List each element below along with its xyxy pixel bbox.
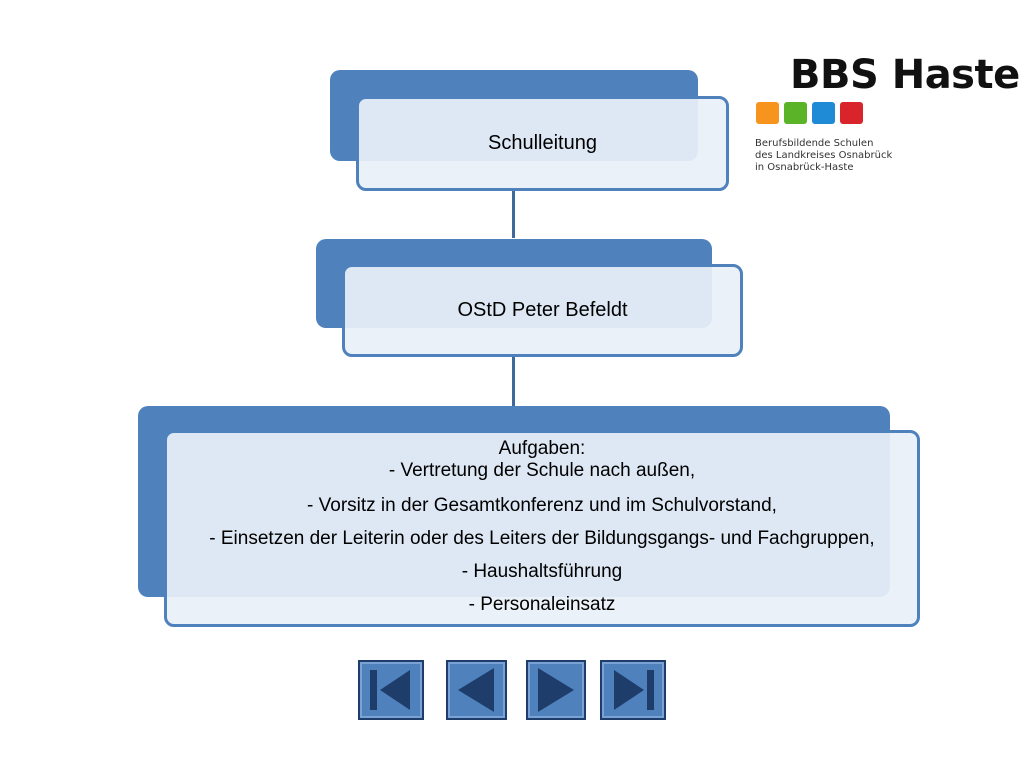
last-slide-button[interactable] bbox=[600, 660, 666, 720]
first-slide-icon bbox=[370, 670, 410, 710]
tasks-title: Aufgaben: bbox=[498, 437, 586, 459]
last-slide-icon bbox=[614, 670, 654, 710]
level3-box[interactable]: Aufgaben: - Vertretung der Schule nach a… bbox=[164, 430, 920, 627]
logo-title: BBS Haste bbox=[790, 52, 1020, 98]
first-slide-button[interactable] bbox=[358, 660, 424, 720]
task-item: - Einsetzen der Leiterin oder des Leiter… bbox=[209, 527, 875, 549]
logo-square-red bbox=[840, 102, 863, 124]
task-item: - Personaleinsatz bbox=[468, 593, 616, 615]
logo-subtitle-line: Berufsbildende Schulen bbox=[755, 138, 874, 149]
level1-label: Schulleitung bbox=[488, 132, 597, 154]
logo-subtitle-line: in Osnabrück-Haste bbox=[755, 162, 854, 173]
connector-line-1 bbox=[512, 190, 515, 238]
logo-subtitle: Berufsbildende Schulen des Landkreises O… bbox=[755, 138, 892, 174]
logo-square-green bbox=[784, 102, 807, 124]
next-slide-button[interactable] bbox=[526, 660, 586, 720]
logo-square-blue bbox=[812, 102, 835, 124]
logo-squares bbox=[756, 102, 863, 124]
next-slide-icon bbox=[538, 668, 574, 712]
task-item: - Vorsitz in der Gesamtkonferenz und im … bbox=[307, 494, 777, 516]
previous-slide-button[interactable] bbox=[446, 660, 507, 720]
level2-label: OStD Peter Befeldt bbox=[457, 299, 628, 321]
level1-box[interactable]: Schulleitung bbox=[356, 96, 729, 191]
task-item: - Haushaltsführung bbox=[461, 560, 623, 582]
previous-slide-icon bbox=[458, 668, 494, 712]
connector-line-2 bbox=[512, 356, 515, 406]
logo-square-orange bbox=[756, 102, 779, 124]
logo-subtitle-line: des Landkreises Osnabrück bbox=[755, 150, 893, 161]
level2-box[interactable]: OStD Peter Befeldt bbox=[342, 264, 743, 357]
task-item: - Vertretung der Schule nach außen, bbox=[388, 459, 696, 481]
